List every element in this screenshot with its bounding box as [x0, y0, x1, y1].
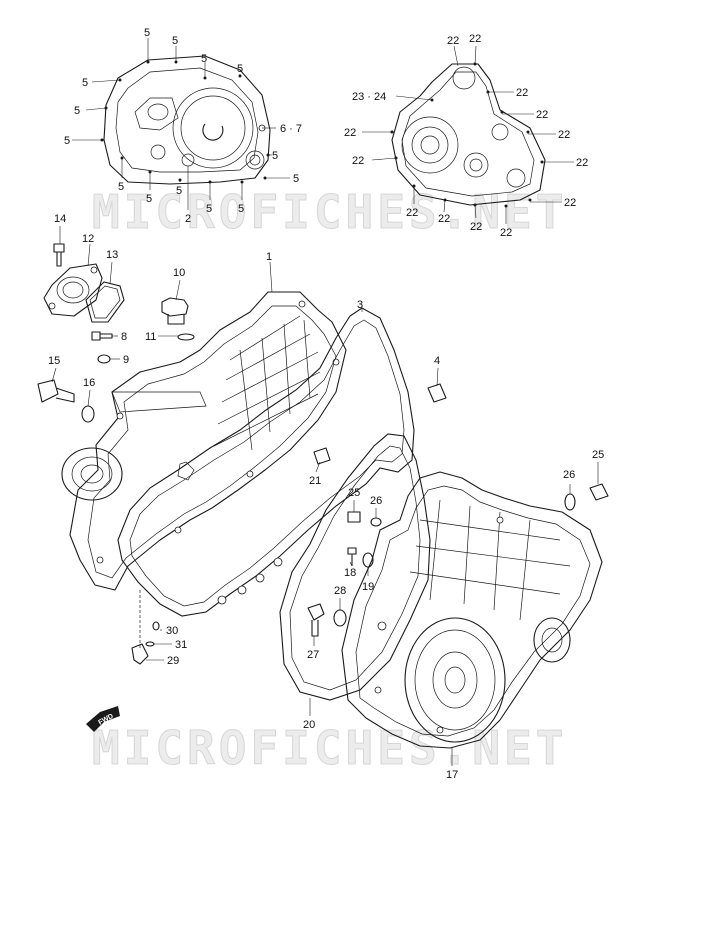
callout-28: 28 — [334, 585, 346, 597]
callout-22: 22 — [500, 227, 512, 239]
callout-5: 5 — [82, 77, 88, 89]
callout-31: 31 — [175, 639, 187, 651]
callout-5: 5 — [118, 181, 124, 193]
callout-12: 12 — [82, 233, 94, 245]
crankcase-gasket-lower[interactable] — [279, 433, 431, 701]
o-ring-large[interactable] — [85, 281, 125, 323]
callout-22: 22 — [352, 155, 364, 167]
callout-2: 2 — [185, 213, 191, 225]
crankcase-right[interactable] — [341, 471, 603, 749]
callout-20: 20 — [303, 719, 315, 731]
callout-26: 26 — [370, 495, 382, 507]
callout-25-right: 25 — [592, 449, 604, 461]
plug-27[interactable] — [307, 603, 325, 637]
washer-26-right[interactable] — [564, 493, 576, 511]
callout-5: 5 — [146, 193, 152, 205]
oil-filler-cap[interactable] — [161, 297, 189, 325]
callout-23-24: 23 · 24 — [352, 91, 386, 103]
callout-14: 14 — [54, 213, 66, 225]
callout-1: 1 — [266, 251, 272, 263]
callout-22: 22 — [438, 213, 450, 225]
callout-6-7: 6 · 7 — [280, 123, 302, 135]
plug-25-center[interactable] — [347, 511, 361, 523]
cap-plate[interactable] — [43, 263, 103, 317]
crankcase-gasket-upper[interactable] — [117, 307, 415, 617]
callout-22: 22 — [576, 157, 588, 169]
left-crankcase-cover[interactable] — [100, 55, 271, 185]
o-ring-30[interactable] — [152, 621, 160, 631]
bolt-18[interactable] — [347, 547, 357, 566]
callout-27: 27 — [307, 649, 319, 661]
sensor-29[interactable] — [131, 643, 149, 665]
callout-5: 5 — [272, 150, 278, 162]
callout-17: 17 — [446, 769, 458, 781]
callout-26-right: 26 — [563, 469, 575, 481]
callout-5: 5 — [144, 27, 150, 39]
washer-28[interactable] — [333, 609, 347, 627]
callout-5: 5 — [206, 203, 212, 215]
callout-16: 16 — [83, 377, 95, 389]
o-ring-small[interactable] — [177, 333, 195, 341]
bolt-cap[interactable] — [53, 243, 65, 267]
callout-11: 11 — [145, 331, 156, 343]
callout-22: 22 — [564, 197, 576, 209]
washer-26-center[interactable] — [370, 517, 382, 527]
watermark-bottom: MICROFICHES.NET — [92, 721, 567, 775]
callout-22: 22 — [469, 33, 481, 45]
callout-4: 4 — [434, 355, 440, 367]
callout-5: 5 — [176, 185, 182, 197]
callout-22: 22 — [470, 221, 482, 233]
callout-22: 22 — [447, 35, 459, 47]
dowel-pin-4[interactable] — [427, 383, 447, 403]
callout-3: 3 — [357, 299, 363, 311]
callout-5: 5 — [172, 35, 178, 47]
callout-15: 15 — [48, 355, 60, 367]
callout-13: 13 — [106, 249, 118, 261]
bolt-8[interactable] — [91, 331, 113, 341]
callout-22: 22 — [536, 109, 548, 121]
callout-5: 5 — [293, 173, 299, 185]
callout-5: 5 — [74, 105, 80, 117]
callout-5: 5 — [201, 53, 207, 65]
callout-10: 10 — [173, 267, 185, 279]
callout-22: 22 — [406, 207, 418, 219]
watermark-top: MICROFICHES.NET — [92, 185, 567, 239]
callout-5: 5 — [237, 63, 243, 75]
callouts: 5 5 5 5 5 5 5 5 5 5 5 5 5 5 2 6 · 7 22 2… — [48, 27, 604, 781]
callout-5: 5 — [64, 135, 70, 147]
drain-plug[interactable] — [37, 379, 75, 403]
plug-25-right[interactable] — [589, 483, 609, 501]
leader-lines — [51, 38, 599, 766]
gasket-16[interactable] — [81, 405, 95, 423]
callout-22: 22 — [558, 129, 570, 141]
callout-22: 22 — [344, 127, 356, 139]
callout-18: 18 — [344, 567, 356, 579]
callout-22: 22 — [516, 87, 528, 99]
callout-29: 29 — [167, 655, 179, 667]
callout-21: 21 — [309, 475, 321, 487]
callout-19: 19 — [362, 581, 374, 593]
callout-8: 8 — [121, 331, 127, 343]
crankcase-left[interactable] — [61, 291, 347, 591]
dowel-pin-21[interactable] — [313, 447, 331, 465]
o-ring-31[interactable] — [145, 641, 155, 647]
callout-30: 30 — [166, 625, 178, 637]
washer-9[interactable] — [97, 354, 111, 364]
callout-5: 5 — [238, 203, 244, 215]
callout-25: 25 — [348, 487, 360, 499]
callout-9: 9 — [123, 354, 129, 366]
